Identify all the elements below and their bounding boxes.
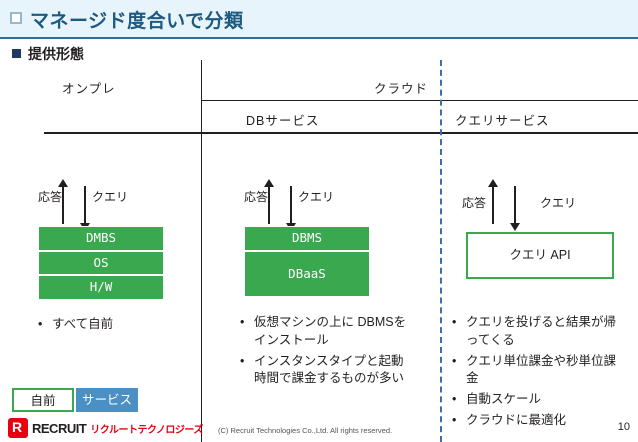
section-heading-label: 提供形態 (28, 46, 84, 62)
label-query-query: クエリ (540, 196, 577, 210)
cloud-subheader-rule (202, 100, 638, 101)
legend-item-jizen: 自前 (12, 388, 74, 412)
stack-onpre: DMBS OS H/W (38, 226, 164, 300)
header-rule (44, 132, 638, 134)
title-underline (0, 37, 638, 39)
label-response-onpre: 応答 (38, 190, 63, 204)
box-query-0: クエリ API (466, 232, 614, 279)
logo-name: RECRUIT (32, 420, 87, 436)
db-query-divider (440, 60, 442, 442)
legend-item-service: サービス (76, 388, 138, 412)
bullet-db-1: インスタンスタイプと起動時間で課金するものが多い (240, 353, 412, 389)
arrow-down-icon (80, 186, 90, 231)
square-bullet-icon (12, 49, 21, 58)
arrow-down-icon (510, 186, 520, 231)
arrow-up-icon (264, 179, 274, 224)
box-db-1: DBaaS (244, 250, 370, 297)
label-query-onpre: クエリ (92, 190, 129, 204)
bullets-db: 仮想マシンの上に DBMSをインストール インスタンスタイプと起動時間で課金する… (240, 314, 412, 391)
label-response-query: 応答 (462, 196, 487, 210)
title-bar (0, 0, 638, 38)
section-heading: 提供形態 (12, 44, 84, 64)
onpre-cloud-divider (201, 60, 202, 442)
logo-sub: リクルートテクノロジーズ (90, 424, 203, 436)
stack-db: DBMS DBaaS (244, 226, 370, 297)
bullet-query-0: クエリを投げると結果が帰ってくる (452, 314, 628, 350)
header-cloud: クラウド (374, 82, 429, 96)
bullets-onpre: すべて自前 (38, 316, 188, 337)
bullets-query: クエリを投げると結果が帰ってくる クエリ単位課金や秒単位課金 自動スケール クラ… (452, 314, 628, 433)
page-number: 10 (617, 421, 630, 433)
bullet-query-1: クエリ単位課金や秒単位課金 (452, 353, 628, 389)
box-onpre-2: H/W (38, 275, 164, 300)
label-response-db: 応答 (244, 190, 269, 204)
copyright-text: (C) Recruit Technologies Co.,Ltd. All ri… (218, 426, 393, 435)
page-title: マネージド度合いで分類 (30, 11, 244, 32)
bullet-onpre-0: すべて自前 (38, 316, 188, 334)
recruit-logo-mark-icon (8, 418, 28, 438)
bullet-db-0: 仮想マシンの上に DBMSをインストール (240, 314, 412, 350)
label-query-db: クエリ (298, 190, 335, 204)
box-onpre-0: DMBS (38, 226, 164, 251)
box-onpre-1: OS (38, 250, 164, 275)
bullet-query-2: 自動スケール (452, 391, 628, 409)
arrow-up-icon (488, 179, 498, 224)
header-query-service: クエリサービス (455, 114, 550, 128)
stack-query: クエリ API (466, 232, 614, 279)
arrow-up-icon (58, 179, 68, 224)
title-marker-icon (10, 12, 22, 24)
bullet-query-3: クラウドに最適化 (452, 412, 628, 430)
arrow-down-icon (286, 186, 296, 231)
box-db-0: DBMS (244, 226, 370, 251)
recruit-logo: RECRUIT リクルートテクノロジーズ (8, 418, 203, 438)
header-db-service: DBサービス (246, 114, 320, 128)
header-onpre: オンプレ (62, 82, 116, 96)
